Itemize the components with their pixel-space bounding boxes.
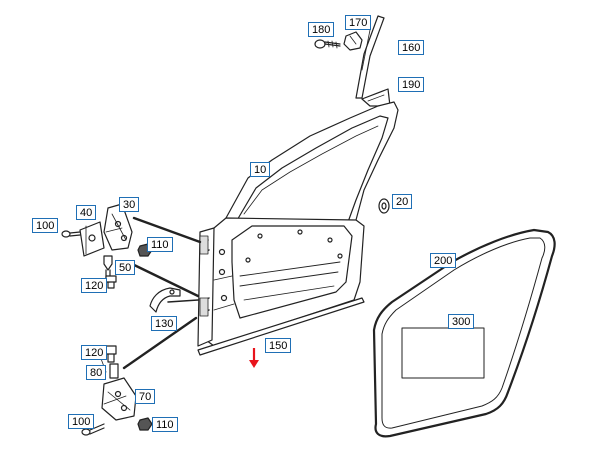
callout-160[interactable]: 160 bbox=[398, 40, 425, 55]
indicator-arrow bbox=[249, 348, 259, 368]
callout-100-lower[interactable]: 100 bbox=[68, 414, 95, 429]
bolt-120-upper[interactable] bbox=[106, 276, 116, 288]
window-trim-strip-160[interactable] bbox=[356, 16, 384, 98]
callout-110-lower[interactable]: 110 bbox=[152, 417, 178, 432]
callout-100-upper[interactable]: 100 bbox=[32, 218, 59, 233]
clip-170[interactable] bbox=[344, 32, 362, 50]
grommet-20[interactable] bbox=[379, 199, 389, 213]
callout-200[interactable]: 200 bbox=[430, 253, 457, 268]
screw-180[interactable] bbox=[315, 40, 340, 48]
callout-80[interactable]: 80 bbox=[86, 365, 107, 380]
callout-190[interactable]: 190 bbox=[398, 77, 425, 92]
callout-120-upper[interactable]: 120 bbox=[81, 278, 108, 293]
callout-120-lower[interactable]: 120 bbox=[81, 345, 108, 360]
nut-110-lower[interactable] bbox=[138, 418, 152, 430]
pin-80[interactable] bbox=[110, 364, 118, 378]
label-panel-300[interactable] bbox=[402, 328, 484, 378]
door-check-strap-130[interactable] bbox=[150, 288, 180, 312]
callout-40[interactable]: 40 bbox=[76, 205, 97, 220]
screw-100-upper[interactable] bbox=[62, 231, 80, 237]
callout-130[interactable]: 130 bbox=[151, 316, 178, 331]
screw-100-lower[interactable] bbox=[82, 424, 104, 435]
hinge-part-40[interactable] bbox=[80, 222, 104, 256]
callout-10[interactable]: 10 bbox=[250, 162, 271, 177]
callout-110-upper[interactable]: 110 bbox=[147, 237, 173, 252]
callout-50[interactable]: 50 bbox=[115, 260, 136, 275]
callout-30[interactable]: 30 bbox=[119, 197, 140, 212]
bolt-120-lower[interactable] bbox=[106, 346, 116, 362]
lower-hinge-70[interactable] bbox=[102, 378, 136, 420]
callout-180[interactable]: 180 bbox=[308, 22, 335, 37]
callout-150[interactable]: 150 bbox=[265, 338, 292, 353]
callout-70[interactable]: 70 bbox=[135, 389, 156, 404]
callout-300[interactable]: 300 bbox=[448, 314, 475, 329]
callout-20[interactable]: 20 bbox=[392, 194, 413, 209]
callout-170[interactable]: 170 bbox=[345, 15, 372, 30]
door-shell-10[interactable] bbox=[198, 102, 398, 355]
